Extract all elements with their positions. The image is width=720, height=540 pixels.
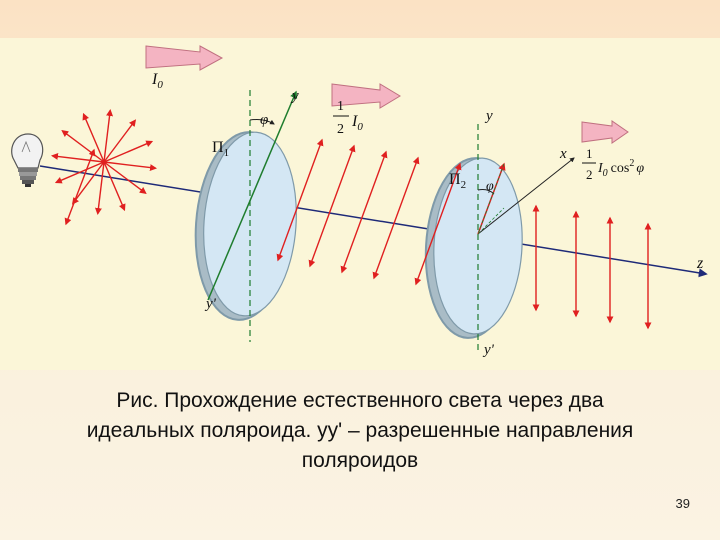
svg-text:1: 1 xyxy=(586,146,593,161)
polaroid-2 xyxy=(424,124,575,350)
label-y1-prime: y' xyxy=(204,296,217,312)
label-phi1: φ xyxy=(260,112,268,128)
svg-text:2: 2 xyxy=(337,122,344,137)
caption-line-3: поляроидов xyxy=(301,449,419,472)
unpolarized-ray xyxy=(103,119,137,163)
allowed-direction-1 xyxy=(207,90,298,301)
unpolarized-ray xyxy=(94,161,105,216)
polarized-rays-vertical xyxy=(532,204,652,330)
svg-text:1: 1 xyxy=(337,99,344,114)
svg-text:2: 2 xyxy=(586,167,593,182)
intensity-arrow-final xyxy=(581,120,629,144)
figure-caption: Рис. Прохождение естественного света чер… xyxy=(30,386,690,476)
unpolarized-ray xyxy=(82,112,105,163)
label-y2-prime: y' xyxy=(482,342,495,358)
caption-line-1: Рис. Прохождение естественного света чер… xyxy=(116,389,604,412)
tilted-ray xyxy=(414,162,462,286)
unpolarized-ray xyxy=(103,140,154,163)
unpolarized-rays xyxy=(50,108,158,216)
tilted-ray xyxy=(372,156,420,280)
polaroid-1 xyxy=(194,90,298,342)
label-y1: y xyxy=(290,88,299,104)
caption-line-2: идеальных поляроида. yy' – разрешенные н… xyxy=(86,419,634,442)
unpolarized-ray xyxy=(103,161,126,212)
label-phi2: φ xyxy=(486,179,494,194)
x-axis-2 xyxy=(477,157,575,235)
unpolarized-ray xyxy=(103,108,114,163)
unpolarized-ray xyxy=(103,161,147,195)
intensity-arrow-middle xyxy=(331,83,401,109)
light-bulb-icon xyxy=(11,133,44,187)
unpolarized-ray xyxy=(61,129,105,163)
label-y2: y xyxy=(484,108,493,124)
angle-arc-1 xyxy=(249,119,275,125)
polarization-diagram: I0 y φ П1 y' 1 2 I0 y x П2 φ y' z 1 2 xyxy=(11,45,708,358)
label-polaroid-1: П1 xyxy=(212,139,229,159)
intensity-arrow-initial xyxy=(145,45,224,71)
svg-text:I0: I0 xyxy=(351,113,363,133)
figure-panel: I0 y φ П1 y' 1 2 I0 y x П2 φ y' z 1 2 xyxy=(0,38,720,370)
polarized-rays-tilted xyxy=(64,138,462,286)
label-I0: I0 xyxy=(151,71,163,91)
tilted-ray xyxy=(308,144,356,268)
tilted-ray xyxy=(64,148,96,226)
label-half-I0: 1 2 I0 xyxy=(333,99,363,137)
label-z: z xyxy=(696,255,704,272)
page-number: 39 xyxy=(675,496,690,511)
unpolarized-ray xyxy=(103,161,158,172)
tilted-ray xyxy=(340,150,388,274)
label-polaroid-2: П2 xyxy=(449,171,466,191)
beam-axis xyxy=(39,165,708,278)
label-x: x xyxy=(559,146,567,162)
